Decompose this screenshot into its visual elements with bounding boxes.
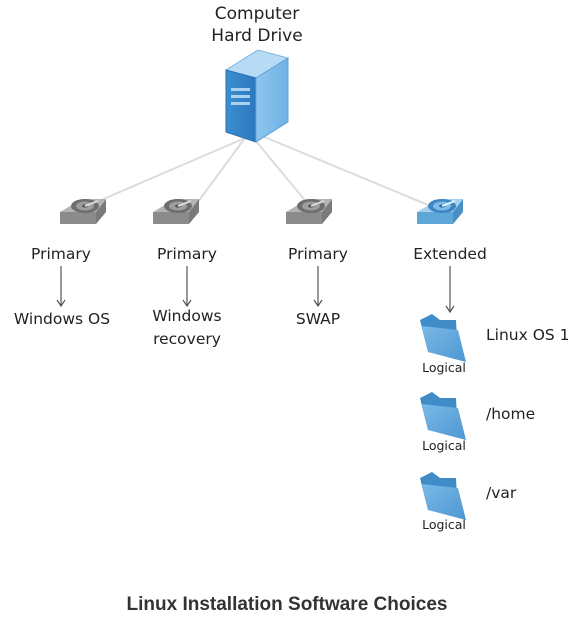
connector-line — [254, 139, 314, 211]
connector-line — [191, 137, 246, 211]
logical-mount-label: Linux OS 1 — [486, 326, 570, 344]
root-label-line1: Computer — [214, 4, 300, 24]
gray-disk-icon — [60, 199, 106, 224]
partition-type-label: Primary — [288, 245, 348, 263]
connector-lines — [77, 135, 441, 211]
folder-icon — [420, 314, 466, 362]
down-arrow-icon — [182, 266, 192, 308]
connector-line — [77, 137, 246, 211]
logical-label: Logical — [422, 360, 466, 375]
connector-line — [261, 135, 441, 211]
blue-disk-icon — [417, 199, 463, 224]
folder-icon — [420, 392, 466, 440]
folder-icon — [420, 472, 466, 520]
arrows — [56, 266, 455, 314]
partition-content-label: Windows OS — [13, 310, 111, 328]
logical-mount-label: /home — [486, 405, 536, 423]
down-arrow-icon — [56, 266, 66, 308]
gray-disk-icon — [153, 199, 199, 224]
logical-label: Logical — [422, 438, 466, 453]
down-arrow-icon — [313, 266, 323, 308]
partition-type-label: Extended — [413, 245, 487, 263]
server-icon — [224, 49, 290, 143]
partition-content-label: SWAP — [295, 310, 341, 328]
partition-type-label: Primary — [157, 245, 217, 263]
figure-caption: Linux Installation Software Choices — [126, 594, 448, 615]
root-label-line2: Hard Drive — [211, 26, 303, 46]
down-arrow-icon — [445, 266, 455, 314]
logical-mount-label: /var — [486, 484, 517, 502]
partition-content-label: recovery — [153, 330, 221, 348]
logical-label: Logical — [422, 517, 466, 532]
partition-type-label: Primary — [31, 245, 91, 263]
gray-disk-icon — [286, 199, 332, 224]
partition-content-label: Windows — [152, 307, 222, 325]
